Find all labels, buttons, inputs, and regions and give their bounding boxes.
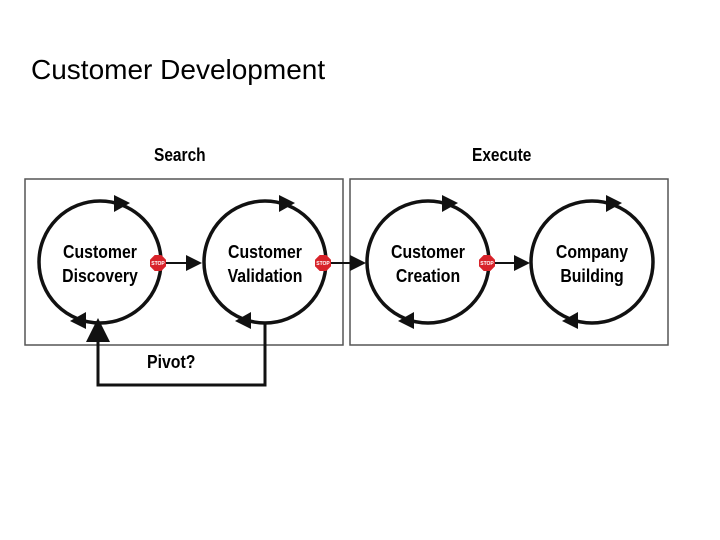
execute-phase-label: Execute	[472, 145, 532, 165]
company-building-cycle	[529, 199, 655, 325]
step-label-line2: Building	[560, 266, 624, 286]
customer-validation-label: Customer Validation	[212, 240, 318, 288]
arrowhead-icon	[235, 312, 251, 329]
stop-sign-icon: STOP	[315, 255, 331, 271]
arrowhead-icon	[279, 195, 295, 212]
pivot-label: Pivot?	[147, 352, 196, 372]
step-label-line2: Creation	[395, 266, 461, 286]
cycle-arrowheads	[70, 195, 622, 329]
step-label-line1: Customer	[63, 242, 137, 262]
customer-creation-label: Customer Creation	[375, 240, 481, 288]
stop-sign-icon: STOP	[479, 255, 495, 271]
pivot-loop-arrow	[86, 318, 267, 387]
arrowhead-icon	[398, 312, 414, 329]
arrowhead-icon	[562, 312, 578, 329]
arrowhead-icon	[606, 195, 622, 212]
stop-sign-text: STOP	[151, 261, 165, 267]
arrowhead-icon	[70, 312, 86, 329]
arrowhead-icon	[114, 195, 130, 212]
stop-sign-icon: STOP	[150, 255, 166, 271]
step-label-line1: Customer	[391, 242, 465, 262]
stop-sign-text: STOP	[316, 261, 330, 267]
company-building-label: Company Building	[539, 240, 645, 288]
arrowhead-icon	[442, 195, 458, 212]
step-label-line1: Customer	[228, 242, 302, 262]
step-label-line2: Validation	[227, 266, 303, 286]
customer-discovery-label: Customer Discovery	[47, 240, 153, 288]
step-label-line1: Company	[555, 242, 629, 262]
step-label-line2: Discovery	[62, 266, 138, 286]
slide-title: Customer Development	[31, 54, 326, 85]
stop-sign-text: STOP	[480, 261, 494, 267]
search-phase-label: Search	[154, 145, 206, 165]
